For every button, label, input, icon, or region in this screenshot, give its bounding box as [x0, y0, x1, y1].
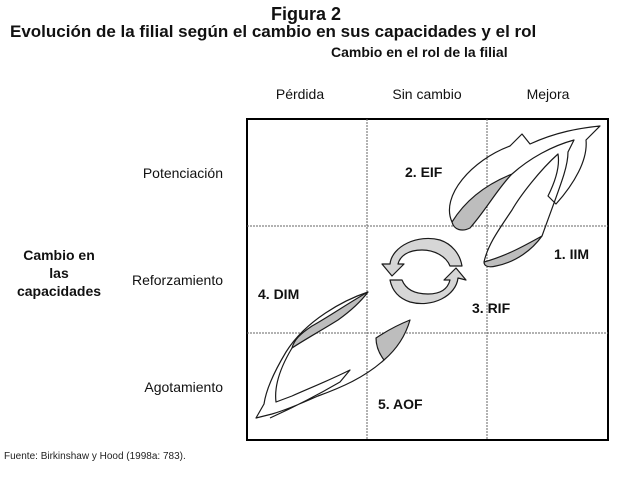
y-axis-title: Cambio en las capacidades [4, 246, 114, 300]
cell-label-iim: 1. IIM [554, 246, 590, 262]
downgrade-arrow-shaded-tail [375, 319, 411, 361]
row-label-agotamiento: Agotamiento [144, 379, 223, 395]
cycle-arrow-upper [381, 237, 463, 277]
cell-label-eif: 2. EIF [405, 164, 443, 180]
source-note: Fuente: Birkinshaw y Hood (1998a: 783). [4, 451, 186, 462]
cycle-arrow-lower [389, 267, 467, 305]
cell-label-rif: 3. RIF [472, 300, 511, 316]
upgrade-arrow-shaded-tail [483, 235, 543, 268]
y-axis-title-line-1: Cambio en [23, 247, 95, 263]
column-label-perdida: Pérdida [275, 86, 325, 102]
figure-title: Evolución de la filial según el cambio e… [10, 22, 537, 41]
y-axis-title-line-3: capacidades [16, 283, 102, 299]
downgrade-arrow-shaded-band [291, 291, 369, 349]
row-label-reforzamiento: Reforzamiento [131, 272, 223, 288]
upgrade-arrow-shaded-band [451, 173, 513, 231]
downgrade-arrow [255, 291, 411, 419]
row-label-potenciacion: Potenciación [142, 165, 223, 181]
upgrade-arrow-outline [448, 125, 601, 263]
downgrade-arrow-outline [255, 291, 385, 419]
column-label-sin-cambio: Sin cambio [392, 86, 462, 102]
cycle-arrows [381, 237, 467, 305]
column-label-mejora: Mejora [526, 86, 570, 102]
cell-label-dim: 4. DIM [258, 286, 300, 302]
x-axis-title: Cambio en el rol de la filial [331, 44, 508, 60]
figure-number: Figura 2 [271, 4, 342, 24]
upgrade-arrow [448, 125, 601, 268]
matrix-border [246, 118, 609, 441]
y-axis-title-line-2: las [49, 265, 69, 281]
cell-label-aof: 5. AOF [378, 396, 423, 412]
